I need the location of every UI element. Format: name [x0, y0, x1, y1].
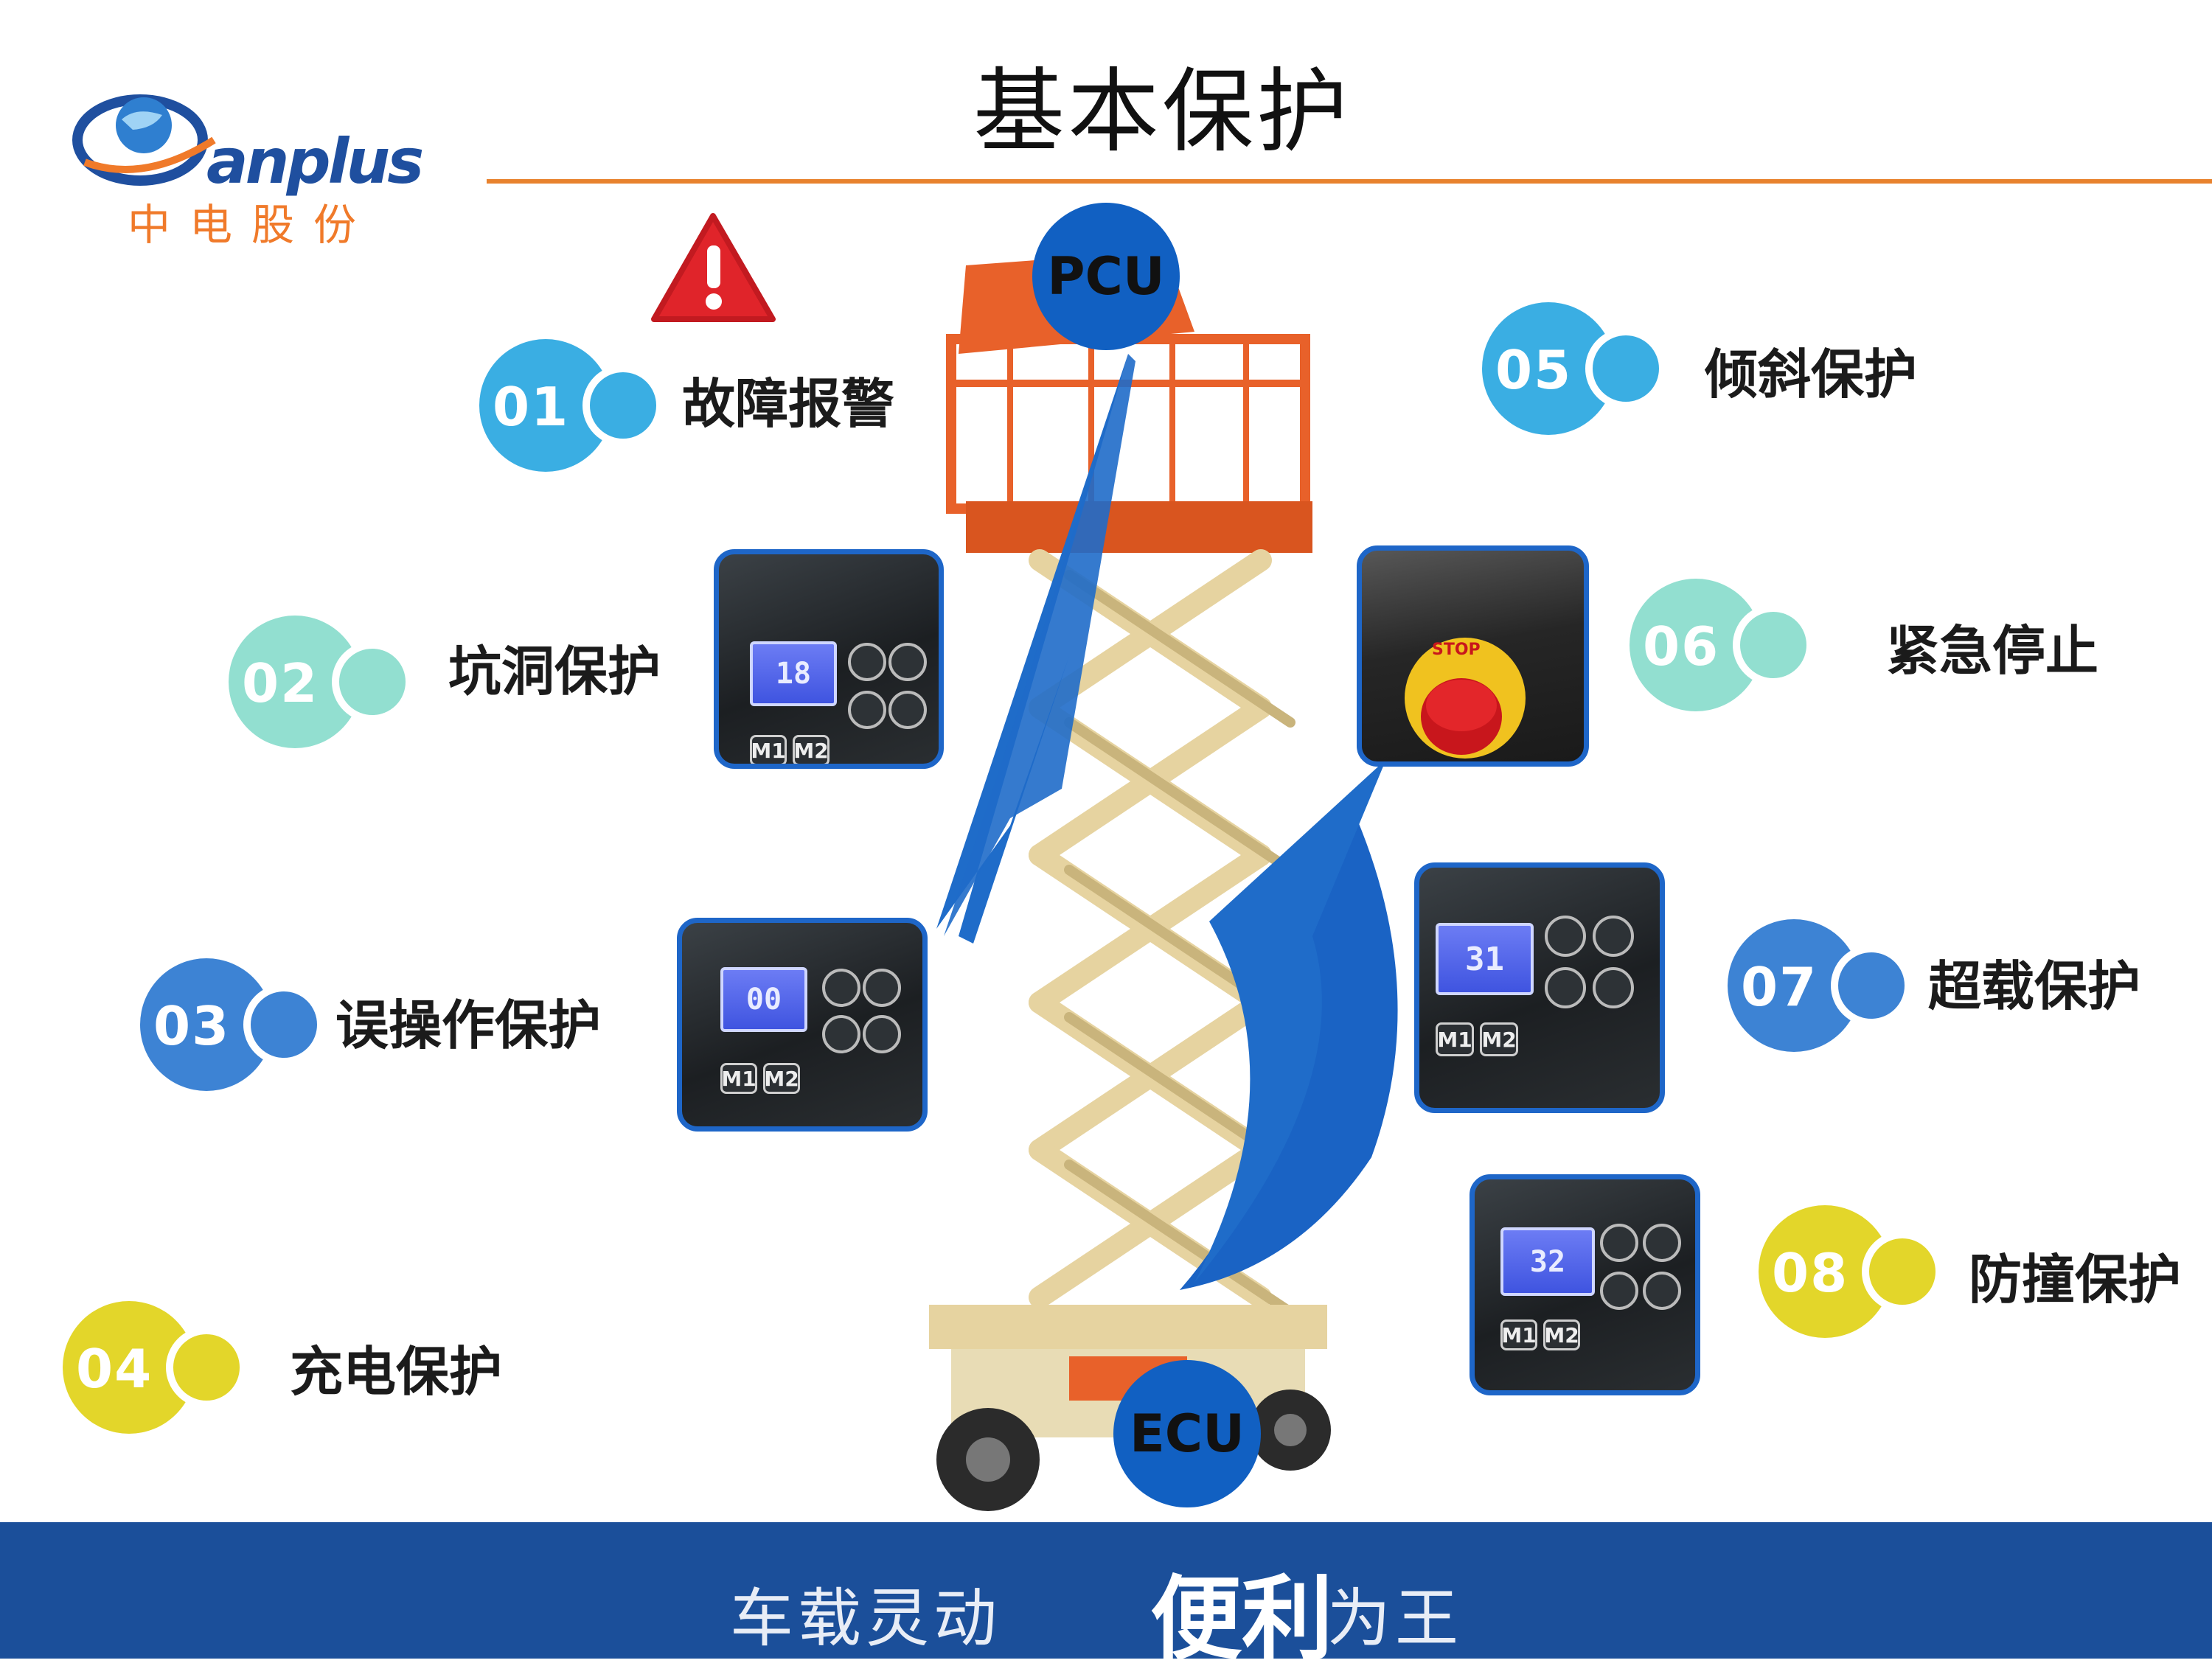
feature-label-overload-protection: 超载保护	[1928, 955, 2141, 1017]
feature-label-pothole-protection: 坑洞保护	[448, 641, 661, 702]
horn-knob	[863, 1015, 901, 1053]
control-panel-image-2: 00 M1 M2	[677, 918, 928, 1132]
mode-knob	[848, 643, 886, 681]
feature-number: 01	[493, 376, 570, 438]
feature-badge-04: 04	[63, 1301, 247, 1434]
mode-knob	[1600, 1224, 1638, 1262]
feature-number: 08	[1772, 1242, 1849, 1304]
feature-badge-05: 05	[1482, 302, 1666, 435]
feature-label-tilt-protection: 倾斜保护	[1705, 344, 1918, 405]
control-panel-image-1: 18 M1 M2	[714, 549, 944, 769]
m2-button: M2	[793, 735, 830, 764]
control-panel-image-3: 31 M1 M2	[1414, 862, 1665, 1113]
feature-badge-08: 08	[1759, 1205, 1943, 1338]
mode-knob	[1593, 916, 1634, 957]
m1-button: M1	[720, 1063, 757, 1094]
feature-badge-03: 03	[140, 958, 324, 1091]
feature-badge-07: 07	[1728, 919, 1912, 1052]
control-panel-image-4: 32 M1 M2	[1470, 1174, 1700, 1395]
feature-label-collision-protection: 防撞保护	[1969, 1249, 2182, 1311]
feature-number: 05	[1495, 339, 1573, 401]
stop-label: STOP	[1432, 641, 1481, 659]
logo-chinese-name: 中电股份	[128, 200, 376, 250]
lcd-display: 31	[1436, 923, 1534, 995]
m2-button: M2	[1480, 1022, 1518, 1056]
feature-number: 06	[1643, 616, 1720, 677]
emergency-stop-image: STOP	[1357, 545, 1589, 767]
slogan-part-1: 车载灵动	[730, 1582, 1001, 1656]
feature-number: 07	[1741, 956, 1818, 1018]
slogan-emphasis: 便利	[1150, 1566, 1334, 1673]
arrow-down-icon	[936, 354, 1128, 944]
arrow-up-icon	[1194, 759, 1386, 1283]
feature-badge-01: 01	[479, 339, 664, 472]
company-logo: anplus 中电股份	[70, 74, 424, 251]
feature-badge-06: 06	[1630, 579, 1814, 711]
page-title: 基本保护	[973, 59, 1352, 165]
feature-label-emergency-stop: 紧急停止	[1886, 620, 2099, 682]
feature-label-fault-alarm: 故障报警	[682, 373, 895, 435]
mode-knob	[822, 969, 860, 1007]
warning-icon	[651, 213, 776, 322]
mode-knob	[1600, 1272, 1638, 1310]
m2-button: M2	[1543, 1319, 1580, 1350]
emergency-stop-icon	[1405, 638, 1526, 759]
mode-knob	[888, 643, 927, 681]
mode-knob	[1545, 916, 1586, 957]
signal-arrows	[936, 354, 1398, 1290]
slogan-part-2: 为王	[1327, 1582, 1463, 1656]
m1-button: M1	[1436, 1022, 1474, 1056]
feature-badge-02: 02	[229, 616, 413, 748]
mode-knob	[848, 691, 886, 729]
pcu-tag: PCU	[1032, 203, 1180, 350]
feature-number: 04	[76, 1338, 153, 1400]
horn-knob	[1593, 967, 1634, 1008]
globe-icon	[72, 94, 216, 186]
mode-knob	[1545, 967, 1586, 1008]
horn-knob	[888, 691, 927, 729]
ecu-tag: ECU	[1113, 1360, 1261, 1507]
feature-label-charging-protection: 充电保护	[290, 1341, 503, 1403]
m1-button: M1	[750, 735, 787, 764]
m2-button: M2	[763, 1063, 800, 1094]
horn-knob	[1643, 1272, 1681, 1310]
title-divider	[487, 179, 2212, 184]
lcd-display: 32	[1500, 1227, 1595, 1296]
m1-button: M1	[1500, 1319, 1537, 1350]
mode-knob	[822, 1015, 860, 1053]
mode-knob	[863, 969, 901, 1007]
mode-knob	[1643, 1224, 1681, 1262]
feature-number: 03	[153, 995, 231, 1057]
feature-label-misoperation-protection: 误操作保护	[335, 994, 602, 1056]
feature-number: 02	[242, 652, 319, 714]
logo-wordmark: anplus	[206, 125, 424, 198]
lcd-display: 18	[750, 641, 837, 706]
footer-banner: 车载灵动 便利 为王	[0, 1522, 2212, 1673]
lcd-display: 00	[720, 967, 807, 1032]
